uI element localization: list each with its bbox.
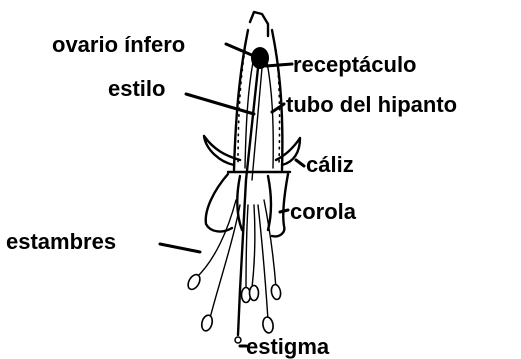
label-estigma: estigma xyxy=(246,334,330,359)
stamen-anther-1 xyxy=(186,273,203,292)
label-tubo-hipanto: tubo del hipanto xyxy=(286,92,457,117)
stamen-filament-6 xyxy=(252,205,255,288)
leader-ovario-infero xyxy=(226,44,254,56)
leader-corola xyxy=(280,210,288,212)
leader-receptaculo xyxy=(266,64,292,66)
stamen-filament-1 xyxy=(196,200,236,278)
stamen-anther-2 xyxy=(200,314,214,332)
label-caliz: cáliz xyxy=(306,152,354,177)
stamen-filament-3 xyxy=(246,205,248,290)
label-corola: corola xyxy=(290,199,357,224)
corolla-right-petal xyxy=(272,174,288,236)
stamen-anther-6 xyxy=(250,286,259,301)
leader-lines xyxy=(160,44,304,346)
leader-caliz xyxy=(296,160,304,166)
pedicel xyxy=(250,12,268,36)
leader-estilo xyxy=(186,94,254,114)
label-ovario-infero: ovario ínfero xyxy=(52,32,185,57)
label-receptaculo: receptáculo xyxy=(293,52,417,77)
stigma xyxy=(235,337,241,343)
stamen-anther-4 xyxy=(262,316,275,333)
corolla-left-petal xyxy=(206,174,232,231)
leader-estambres xyxy=(160,244,200,252)
flower-drawing xyxy=(186,12,300,343)
stamen-anther-5 xyxy=(270,284,281,300)
label-estilo: estilo xyxy=(108,76,165,101)
stamen-filament-4 xyxy=(258,205,268,320)
stamen-filament-2 xyxy=(210,205,240,318)
labels: ovario ínfero receptáculo estilo tubo de… xyxy=(6,32,457,359)
label-estambres: estambres xyxy=(6,229,116,254)
